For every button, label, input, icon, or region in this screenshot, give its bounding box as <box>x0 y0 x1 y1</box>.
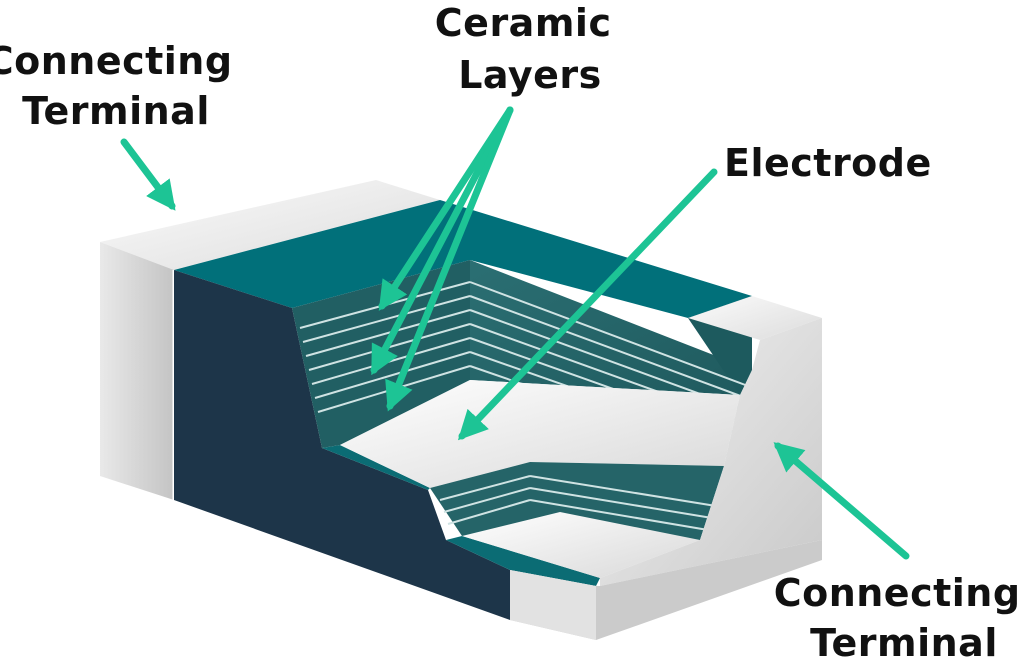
arrow-ceramic-layer-1 <box>378 106 514 311</box>
arrow-terminal-top-left <box>120 138 176 211</box>
arrow-terminal-bottom-right <box>773 442 910 560</box>
arrow-ceramic-layer-3 <box>385 106 514 412</box>
right-terminal-inner-face <box>600 318 822 586</box>
lower-electrode-floor <box>462 512 700 578</box>
left-terminal-front-face <box>100 242 174 500</box>
label-connecting-terminal-bottom-right: Connecting Terminal <box>774 571 1024 665</box>
label-connecting-terminal-top-left: Connecting Terminal <box>0 39 246 133</box>
electrode-plate <box>340 380 740 488</box>
ceramic-layer-lines-lower <box>439 475 717 531</box>
right-terminal-front-face <box>510 570 596 640</box>
right-terminal-top-face <box>688 296 822 340</box>
upper-ledge <box>322 445 430 490</box>
annotation-arrows <box>120 106 910 560</box>
right-terminal <box>510 296 822 640</box>
label-electrode: Electrode <box>724 141 932 185</box>
label-ceramic-layers: Ceramic Layers <box>435 1 625 97</box>
lower-ledge <box>446 536 600 586</box>
left-terminal-top-face <box>100 180 440 270</box>
navy-front-face <box>174 270 510 620</box>
arrow-ceramic-layer-2 <box>370 106 514 376</box>
arrow-electrode <box>457 168 718 441</box>
